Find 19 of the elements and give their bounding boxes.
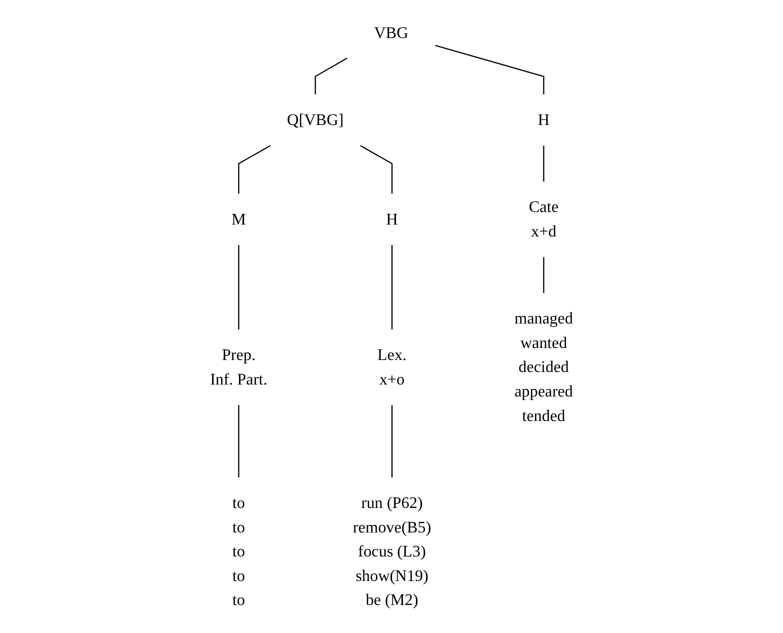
node-text: Q[VBG]	[286, 110, 344, 129]
node-text: VBG	[374, 23, 408, 42]
node-text: to to to to to	[232, 494, 245, 609]
node-text: H	[538, 110, 550, 129]
node-text: managed wanted decided appeared tended	[514, 309, 573, 424]
node-text: H	[386, 210, 398, 228]
connector	[314, 58, 348, 94]
connector	[435, 44, 544, 94]
node-text: run (P62) remove(B5) focus (L3) show(N19) be (M2)	[352, 494, 432, 609]
connector	[238, 405, 240, 478]
connector	[543, 146, 544, 182]
node-text: Cate x+d	[528, 198, 558, 240]
node-text: Prep. Inf. Part.	[210, 346, 268, 388]
connector	[543, 257, 544, 294]
connector	[238, 245, 240, 330]
connector	[391, 405, 393, 478]
node-text: Lex. x+o	[377, 346, 407, 388]
connector	[391, 245, 393, 330]
node-text: M	[231, 210, 246, 228]
